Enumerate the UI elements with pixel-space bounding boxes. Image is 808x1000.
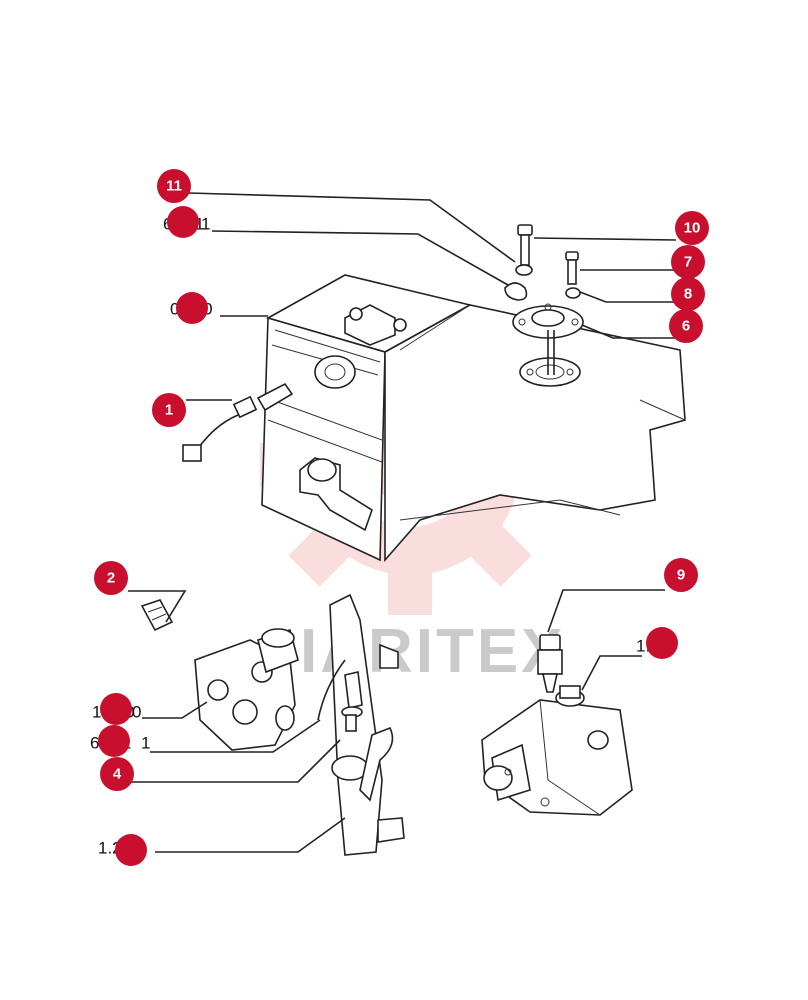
gearbox-housing: [261, 274, 686, 563]
callout-label: 9: [677, 567, 685, 584]
callout-9[interactable]: 9: [664, 558, 698, 592]
valve-housing-part: [481, 685, 633, 816]
callout-8[interactable]: 8: [671, 277, 705, 311]
callout-label: 4: [113, 766, 122, 783]
badge-ref-r6[interactable]: [646, 627, 678, 659]
badge-ref-r3[interactable]: [100, 693, 132, 725]
callout-10[interactable]: 10: [675, 211, 709, 245]
ref-code-suffix: 1: [141, 734, 150, 753]
callout-label: 11: [166, 178, 182, 195]
callout-6[interactable]: 6: [669, 309, 703, 343]
screw-7-part: [565, 251, 581, 299]
speed-sensor-part: [182, 382, 294, 462]
fuel-pipe-part: [317, 593, 405, 856]
callout-label: 2: [107, 570, 115, 587]
nipple-2-part: [140, 599, 174, 632]
badge-ref-r2[interactable]: [176, 292, 208, 324]
callout-label: 6: [682, 318, 690, 335]
callout-7[interactable]: 7: [671, 245, 705, 279]
callout-4[interactable]: 4: [100, 757, 134, 791]
screw-10-part: [515, 224, 533, 276]
badge-ref-r4[interactable]: [98, 725, 130, 757]
callout-label: 1: [165, 402, 173, 419]
ref-code-suffix: 1: [201, 215, 210, 234]
callout-1[interactable]: 1: [152, 393, 186, 427]
clip-11-part: [504, 282, 528, 301]
callout-label: 10: [684, 220, 701, 237]
badge-ref-r1[interactable]: [167, 206, 199, 238]
leader-lines: [128, 192, 677, 853]
ref-code-suffix: 0: [132, 703, 141, 722]
pump-body-part: [194, 628, 299, 751]
callout-2[interactable]: 2: [94, 561, 128, 595]
switch-9-part: [537, 634, 563, 693]
badge-ref-r5[interactable]: [115, 834, 147, 866]
callout-label: 8: [684, 286, 692, 303]
callout-11[interactable]: 11: [157, 169, 191, 203]
level-sender-part: [512, 303, 584, 375]
callout-label: 7: [684, 254, 692, 271]
